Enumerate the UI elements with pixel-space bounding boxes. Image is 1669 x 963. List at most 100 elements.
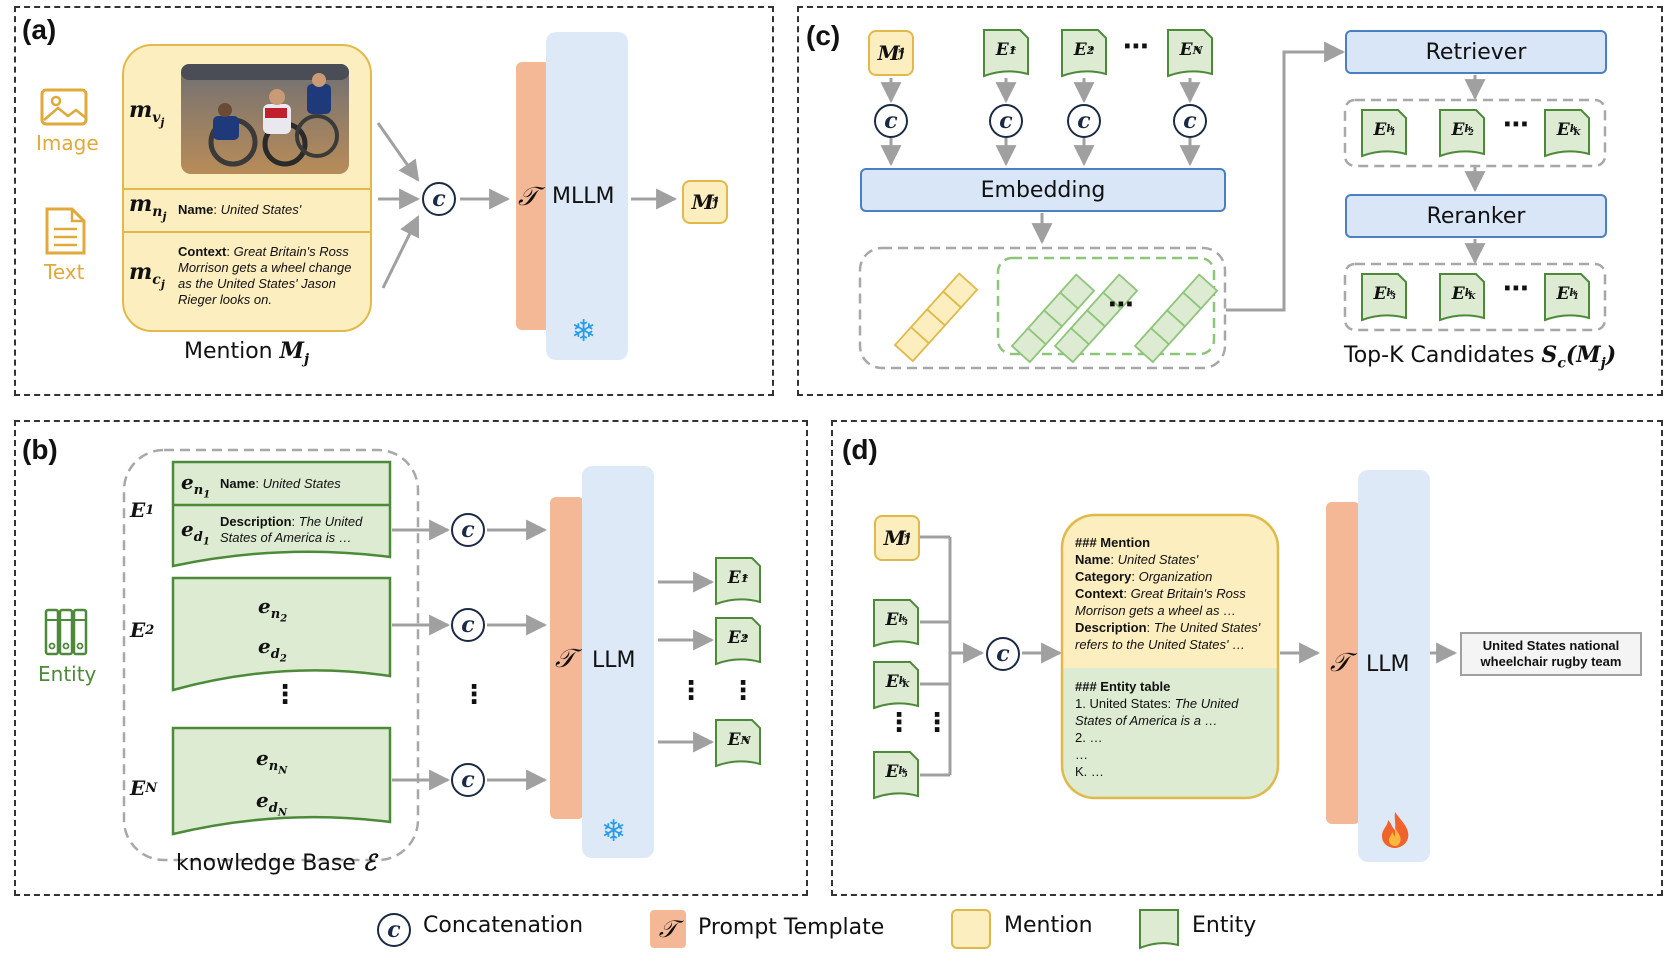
embedding-box: Embedding (860, 168, 1226, 212)
legend-mention-swatch (951, 909, 991, 949)
concat-icon-c3: c (1067, 104, 1101, 138)
c-entity-vector-n (1133, 273, 1219, 364)
b-out-vdots-2: ⋮ (730, 676, 756, 706)
mllm-block (546, 32, 628, 360)
e1-desc-symbol: ed1 (181, 517, 210, 548)
legend-template-swatch: 𝒯 (650, 910, 686, 948)
panel-d-bracket (918, 535, 952, 777)
topk-caption: Top-K Candidates Sc(Mj) (1344, 342, 1617, 372)
c-rer-hdots: ⋯ (1503, 274, 1529, 304)
mention-image-symbol: mvj (129, 97, 165, 130)
template-glyph-a: 𝒯 (518, 182, 538, 212)
mention-name-text: Name: United States' (178, 202, 302, 217)
d-vdots-1: ⋮ (886, 708, 912, 738)
template-bar-d (1326, 502, 1360, 824)
c-top-hdots: ⋯ (1123, 32, 1149, 62)
d-answer-text: United States national wheelchair rugby … (1480, 638, 1622, 669)
e2-name-symbol: en2 (258, 594, 288, 625)
c-to-retriever-arrow (1226, 41, 1346, 312)
panel-d-label: (d) (842, 434, 878, 465)
e1-desc-text: Description: The United States of Americ… (220, 514, 363, 545)
d-answer-box: United States national wheelchair rugby … (1460, 632, 1642, 676)
d-vdots-2: ⋮ (924, 708, 950, 738)
c-reranked-group (1343, 262, 1607, 332)
template-bar-b (550, 497, 584, 819)
concat-icon-b1: c (451, 513, 485, 547)
mllm-label: MLLM (552, 184, 615, 209)
concat-icon-d: c (986, 637, 1020, 671)
panel-b (14, 420, 808, 896)
snowflake-icon: ❄ (601, 814, 627, 849)
mention-context-text: Context: Great Britain's Ross Morrison g… (178, 244, 352, 307)
reranker-box: Reranker (1345, 194, 1607, 238)
concat-icon-b2: c (451, 608, 485, 642)
d-mention-block: ### Mention Name: United States' Categor… (1075, 535, 1261, 652)
panel-a (14, 6, 774, 396)
fire-icon (1382, 812, 1409, 848)
kb-vdots: ⋮ (272, 680, 298, 710)
template-glyph-b: 𝒯 (555, 644, 575, 674)
panel-c-arrows (880, 75, 1486, 265)
llm-block-d (1358, 470, 1430, 862)
text-modality-label: Text (44, 260, 85, 284)
panel-d (831, 420, 1663, 896)
snowflake-icon: ❄ (571, 314, 597, 349)
llm-label-b: LLM (592, 648, 636, 673)
mention-caption: Mention Mj (184, 338, 310, 368)
concat-icon-c2: c (989, 104, 1023, 138)
d-entity-table-block: ### Entity table 1. United States: The U… (1075, 679, 1239, 779)
panel-b-label: (b) (22, 434, 58, 465)
c-entity-vector-1 (1010, 273, 1096, 364)
concat-icon-c1: c (874, 104, 908, 138)
e1-name-text: Name: United States (220, 476, 341, 491)
kb-caption: knowledge Base ℰ (176, 850, 377, 876)
retriever-box: Retriever (1345, 30, 1607, 74)
entity-library-icon (44, 608, 88, 656)
e2-doc-shape (171, 576, 392, 692)
b-out-vdots-1: ⋮ (678, 676, 704, 706)
c-vectors-hdots: ⋯ (1108, 290, 1134, 320)
en-doc-shape (171, 726, 392, 836)
legend-entity-swatch (1139, 909, 1179, 950)
mention-context-symbol: mcj (129, 259, 165, 292)
en-name-symbol: enN (256, 746, 288, 777)
text-doc-icon (45, 207, 86, 255)
panel-c-label: (c) (806, 20, 841, 51)
mention-photo (181, 64, 349, 174)
kb-dashed-group (122, 448, 420, 862)
e1-name-symbol: en1 (181, 470, 211, 501)
template-glyph-d: 𝒯 (1330, 648, 1350, 678)
c-ret-hdots: ⋯ (1503, 110, 1529, 140)
c-entity-vectors-group (996, 256, 1216, 356)
legend-concat-label: Concatenation (423, 913, 584, 938)
template-bar-a (516, 62, 550, 330)
legend-concat-icon: c (377, 913, 411, 947)
concat-icon-bn: c (451, 763, 485, 797)
llm-label-d: LLM (1366, 652, 1410, 677)
image-icon (40, 88, 88, 126)
legend-mention-label: Mention (1004, 913, 1093, 938)
e2-desc-symbol: ed2 (258, 634, 287, 665)
concat-icon-a: c (422, 182, 456, 216)
panel-b-arrows (392, 519, 715, 791)
legend-entity-label: Entity (1192, 913, 1257, 938)
